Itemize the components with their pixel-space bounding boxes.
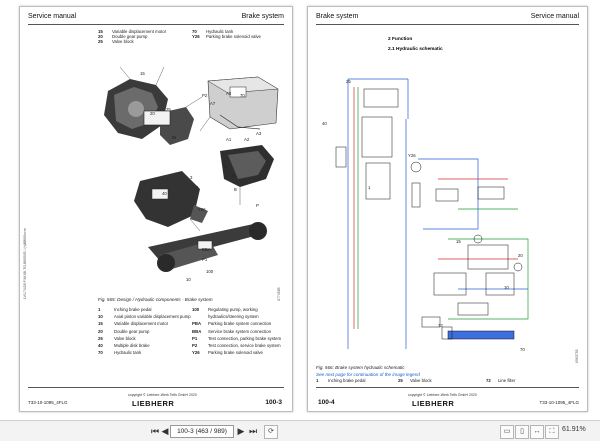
left-side-code: LV/174/28 PXK4B-TG-BB5005 / (n)BBBSecre (23, 228, 27, 299)
fit-page-icon[interactable]: ⛶ (545, 425, 559, 439)
label-in: IN (172, 135, 177, 140)
label-10: 10 (186, 277, 191, 282)
label-15: 15 (140, 71, 145, 76)
label-3: 3 (190, 175, 193, 180)
schematic-label-72: 72 (438, 323, 443, 328)
continuation-note: See next page for continuation of the im… (316, 372, 420, 377)
label-y26: Y26 (198, 207, 206, 212)
subsection-heading: 2.1 Hydraulic schematic (388, 47, 443, 52)
left-page-number: 100-3 (265, 399, 282, 406)
viewer-toolbar: ⏮ ◀ 100-3 (463 / 989) ▶ ⏭ ⟳ ▭ ▯ ↔ ⛶ 61.9… (0, 420, 600, 441)
tank-symbol (447, 330, 515, 340)
section-heading: 2 Function (388, 37, 413, 42)
label-40: 40 (162, 191, 167, 196)
first-page-icon[interactable]: ⏮ (150, 426, 160, 436)
right-liebherr-logo: LIEBHERR (412, 399, 455, 408)
label-s: S (232, 173, 235, 178)
label-a2: A2 (244, 137, 250, 142)
last-page-icon[interactable]: ⏭ (248, 426, 258, 436)
left-small-code: 6774585 (277, 287, 281, 301)
schematic-label-y26: Y26 (408, 153, 416, 158)
schematic-label-15: 15 (456, 239, 461, 244)
label-25: 25 (166, 107, 171, 112)
label-100: 100 (206, 269, 214, 274)
schematic-label-70: 70 (520, 347, 525, 352)
left-header-title: Service manual (28, 13, 77, 20)
left-footer-code: T33-10-1095_4FLG (28, 400, 68, 405)
left-figure-caption: Fig. 565: Design / Hydraulic components … (98, 297, 213, 302)
label-bba: BBA (202, 247, 211, 252)
right-page: Brake system Service manual 2 Function 2… (307, 6, 588, 412)
right-footer-code: T33-10-1095_4FLG (539, 400, 579, 405)
schematic-label-25: 25 (346, 79, 351, 84)
label-70: 70 (240, 93, 245, 98)
two-page-view-icon[interactable]: ▯ (515, 425, 529, 439)
zoom-level[interactable]: 61.91% (562, 426, 586, 433)
label-a7: A7 (210, 101, 216, 106)
left-copyright: copyright © Liebherr-Werk Telfs GmbH 202… (128, 393, 197, 397)
label-p1: P1 (202, 257, 208, 262)
right-header-section: Brake system (316, 13, 359, 20)
label-b: B (234, 187, 237, 192)
label-a4: A4 (226, 91, 232, 96)
label-p2: P2 (202, 93, 208, 98)
hydraulic-schematic (335, 78, 529, 349)
previous-page-icon[interactable]: ◀ (161, 426, 169, 436)
hydraulic-components-illustration (104, 66, 279, 272)
label-4: 4 (196, 185, 199, 190)
fit-width-icon[interactable]: ↔ (530, 425, 544, 439)
next-page-icon[interactable]: ▶ (237, 426, 245, 436)
right-figure-caption: Fig. 566: Brake system hydraulic schemat… (316, 365, 405, 370)
rotate-icon[interactable]: ⟳ (264, 425, 278, 439)
schematic-label-10: 10 (504, 285, 509, 290)
label-a3: A3 (256, 131, 262, 136)
label-20: 20 (150, 111, 155, 116)
label-r: R (224, 165, 228, 170)
page-number-input[interactable]: 100-3 (463 / 989) (170, 425, 234, 438)
label-a1: A1 (226, 137, 232, 142)
schematic-label-20: 20 (518, 253, 523, 258)
left-header-section: Brake system (241, 13, 284, 20)
right-header-title: Service manual (530, 13, 579, 20)
right-copyright: copyright © Liebherr-Werk Telfs GmbH 202… (408, 393, 477, 397)
right-page-number: 100-4 (318, 399, 335, 406)
right-small-code: 6963755 (575, 349, 579, 363)
single-page-view-icon[interactable]: ▭ (500, 425, 514, 439)
left-liebherr-logo: LIEBHERR (132, 399, 175, 408)
label-p: P (256, 203, 259, 208)
schematic-label-40: 40 (322, 121, 327, 126)
schematic-label-1: 1 (368, 185, 371, 190)
